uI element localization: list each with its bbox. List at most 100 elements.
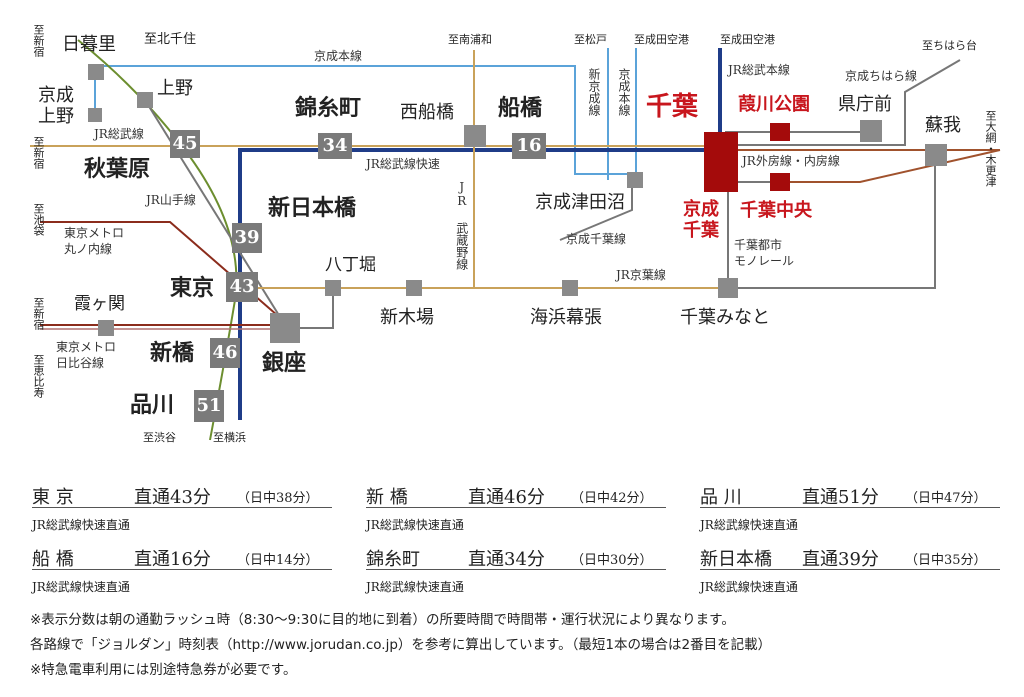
label-kenchomae: 県庁前	[838, 94, 892, 115]
label-shimbashi: 新橋	[150, 340, 195, 366]
soga-gray	[730, 155, 936, 289]
ginza-hatchobori	[287, 287, 334, 329]
station-marker-ueno	[137, 92, 153, 108]
badge-akihabara: 45	[170, 130, 200, 158]
time-route: JR総武線快速直通	[32, 518, 130, 532]
time-daytime: （日中14分）	[237, 553, 319, 568]
dir-to-chiharadai: 至ちはら台	[922, 39, 977, 52]
time-direct: 直通34分	[468, 549, 545, 570]
station-marker-chiba-chuo	[770, 173, 790, 191]
line-label-shin-keisei: 新京成線	[587, 68, 601, 116]
label-kinshicho: 錦糸町	[295, 95, 362, 121]
time-destination: 船 橋	[32, 549, 74, 570]
label-shin-nihonbashi: 新日本橋	[268, 195, 357, 221]
line-label-jr-sobu: JR総武線	[94, 127, 144, 141]
time-daytime: （日中42分）	[571, 491, 653, 506]
label-hatchobori: 八丁堀	[325, 255, 376, 275]
station-marker-shinkiba	[406, 280, 422, 296]
label-nishifunabashi: 西船橋	[400, 102, 454, 123]
line-label-hibiya: 東京メトロ 日比谷線	[56, 340, 117, 370]
label-keisei-ueno: 京成 上野	[38, 85, 74, 127]
ueno-tokyo-gray	[144, 99, 286, 326]
station-marker-chiba	[704, 132, 738, 192]
dir-to-narita-1: 至成田空港	[634, 33, 689, 46]
label-akihabara: 秋葉原	[84, 156, 151, 182]
footnote: ※特急電車利用には別途特急券が必要です。	[30, 662, 297, 678]
label-soga: 蘇我	[925, 115, 961, 136]
time-destination: 東 京	[32, 487, 74, 508]
jr-sobu-rapid-line	[238, 148, 710, 420]
line-label-musashino: JR 武蔵野線	[454, 180, 469, 270]
line-label-keisei-honsen: 京成本線	[314, 49, 363, 63]
keisei-chiba-gray	[559, 180, 633, 241]
time-daytime: （日中35分）	[905, 553, 987, 568]
dir-to-yokohama: 至横浜	[213, 431, 246, 444]
line-label-jr-sotobo: JR外房線・内房線	[742, 154, 840, 168]
label-chiba-minato: 千葉みなと	[680, 307, 770, 328]
time-destination: 品 川	[700, 487, 742, 508]
station-marker-soga	[925, 144, 947, 166]
time-direct: 直通16分	[134, 549, 211, 570]
time-daytime: （日中30分）	[571, 553, 653, 568]
route-map: 45 34 16 39 43 46 51 日暮里 上野 京成 上野 秋葉原 錦糸…	[30, 24, 1001, 444]
station-marker-keisei-tsudanuma	[627, 172, 643, 188]
badge-shinagawa: 51	[194, 390, 224, 422]
label-tokyo: 東京	[170, 275, 215, 301]
time-direct: 直通43分	[134, 487, 211, 508]
chihara-gray	[720, 59, 961, 146]
label-chiba-chuo: 千葉中央	[740, 200, 812, 221]
line-label-marunouchi: 東京メトロ 丸ノ内線	[64, 226, 125, 256]
label-sakuragawa-koen: 葭川公園	[738, 94, 810, 115]
line-label-keisei-honsen-v: 京成本線	[617, 68, 631, 116]
travel-time-table: 東 京 直通43分 （日中38分） JR総武線快速直通 新 橋 直通46分 （日…	[0, 465, 1024, 595]
line-label-monorail: 千葉都市 モノレール	[734, 238, 795, 268]
time-destination: 新 橋	[366, 487, 408, 508]
station-marker-hatchobori	[325, 280, 341, 296]
dir-to-shinjuku-2: 至新宿	[32, 136, 45, 169]
footnotes: ※表示分数は朝の通勤ラッシュ時（8:30〜9:30に目的地に到着）の所要時間で時…	[30, 608, 771, 683]
station-marker-keisei-ueno	[88, 108, 102, 122]
label-ginza: 銀座	[262, 350, 307, 376]
station-marker-nishifunabashi	[464, 125, 486, 147]
time-route: JR総武線快速直通	[366, 580, 464, 594]
label-funabashi: 船橋	[498, 95, 543, 121]
station-marker-kasumigaseki	[98, 320, 114, 336]
time-direct: 直通39分	[802, 549, 879, 570]
label-kasumigaseki: 霞ヶ関	[74, 294, 125, 314]
station-marker-sakuragawa	[770, 123, 790, 141]
station-marker-kaihin-makuhari	[562, 280, 578, 296]
time-route: JR総武線快速直通	[700, 580, 798, 594]
badge-kinshicho: 34	[318, 133, 352, 159]
time-destination: 新日本橋	[700, 549, 772, 570]
label-shinkiba: 新木場	[380, 307, 434, 328]
time-direct: 直通46分	[468, 487, 545, 508]
station-marker-ginza	[270, 313, 300, 343]
dir-to-shinjuku-1: 至新宿	[32, 24, 45, 57]
line-label-keisei-chiba: 京成千葉線	[566, 232, 627, 246]
time-route: JR総武線快速直通	[366, 518, 464, 532]
label-kaihin-makuhari: 海浜幕張	[530, 307, 602, 328]
label-ueno: 上野	[157, 78, 193, 99]
label-keisei-tsudanuma: 京成津田沼	[535, 192, 625, 213]
dir-to-ebisu: 至恵比寿	[32, 354, 45, 398]
badge-tokyo: 43	[226, 272, 258, 302]
dir-to-matsudo: 至松戸	[574, 33, 607, 46]
dir-to-oami-kisarazu: 至大網・木更津	[984, 110, 997, 187]
line-label-jr-keiyo: JR京葉線	[616, 268, 666, 282]
station-marker-kenchomae	[860, 120, 882, 142]
line-label-keisei-chihara: 京成ちはら線	[845, 69, 918, 83]
label-keisei-chiba: 京成 千葉	[683, 199, 719, 241]
dir-to-shibuya: 至渋谷	[143, 431, 176, 444]
station-marker-chiba-minato	[718, 278, 738, 298]
label-shinagawa: 品川	[130, 392, 175, 418]
badge-shimbashi: 46	[210, 338, 240, 368]
footnote: 各路線で「ジョルダン」時刻表（http://www.jorudan.co.jp）…	[30, 637, 772, 653]
time-direct: 直通51分	[802, 487, 879, 508]
line-label-jr-sobu-rapid: JR総武線快速	[366, 157, 440, 171]
dir-to-kitasenju: 至北千住	[144, 32, 197, 47]
station-marker-nippori	[88, 64, 104, 80]
badge-funabashi: 16	[512, 133, 546, 159]
footnote: ※表示分数は朝の通勤ラッシュ時（8:30〜9:30に目的地に到着）の所要時間で時…	[30, 612, 735, 628]
time-daytime: （日中47分）	[905, 491, 987, 506]
time-daytime: （日中38分）	[237, 491, 319, 506]
